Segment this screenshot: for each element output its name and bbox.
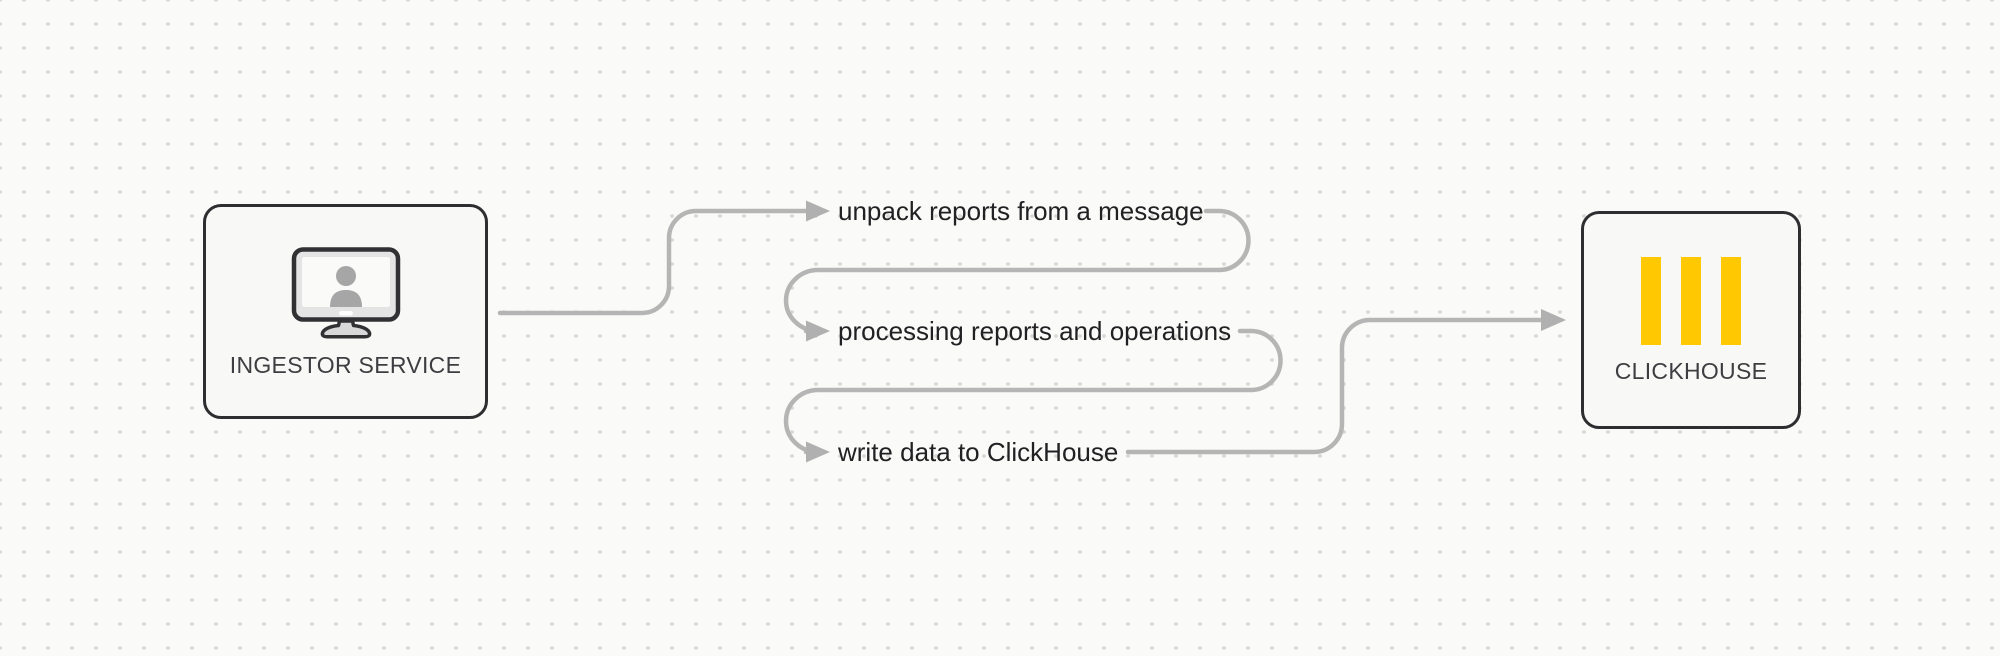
step-label-write: write data to ClickHouse: [838, 437, 1119, 467]
step-label-unpack: unpack reports from a message: [838, 196, 1204, 226]
node-ingestor-service[interactable]: INGESTOR SERVICE: [203, 204, 488, 419]
node-clickhouse-label: CLICKHOUSE: [1614, 358, 1768, 384]
clickhouse-logo-bar: [1721, 257, 1741, 345]
clickhouse-logo-icon: [1641, 257, 1741, 345]
connector-trunk-to-step-1: [497, 208, 809, 316]
arrowhead-clickhouse-icon: [1541, 309, 1566, 331]
arrowhead-step-3-icon: [806, 441, 830, 463]
clickhouse-logo-bar: [1681, 257, 1701, 345]
connector-step-2-to-step-3: [783, 328, 1283, 455]
arrowhead-step-2-icon: [806, 320, 830, 342]
node-ingestor-label: INGESTOR SERVICE: [229, 351, 462, 378]
connector-step-1-to-step-2: [783, 208, 1251, 334]
clickhouse-logo-bar: [1641, 257, 1661, 345]
arrowhead-step-1-icon: [806, 200, 830, 222]
step-label-processing: processing reports and operations: [838, 316, 1232, 346]
user-monitor-icon: [291, 246, 400, 339]
node-clickhouse[interactable]: CLICKHOUSE: [1581, 211, 1801, 429]
